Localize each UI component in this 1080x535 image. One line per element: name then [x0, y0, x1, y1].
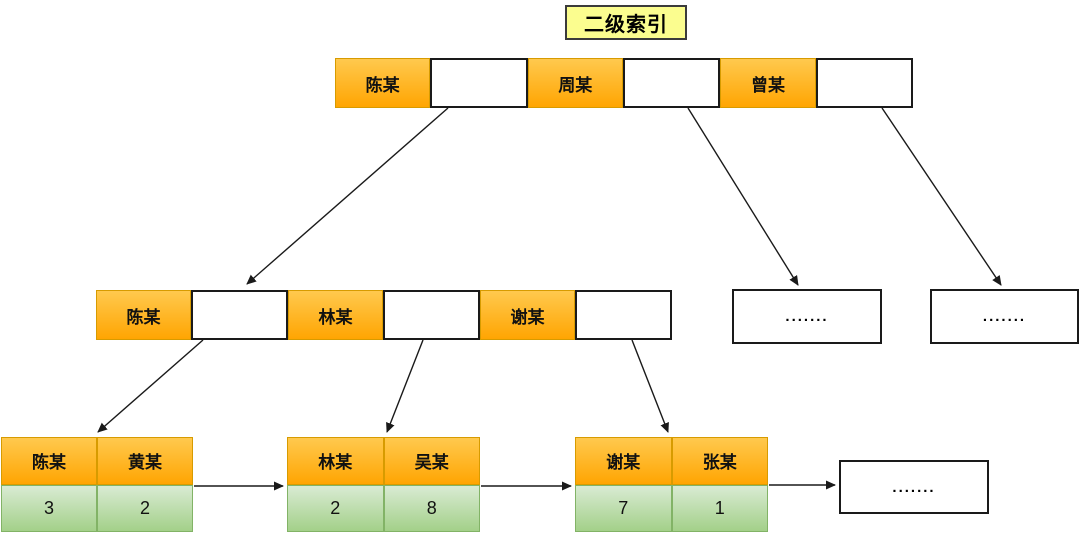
pointer-cell [430, 58, 528, 108]
index-key-cell: 陈某 [96, 290, 191, 340]
pointer-cell [575, 290, 672, 340]
leaf-value-cell: 7 [575, 484, 672, 532]
leaf-node: 林某 吴某 2 8 [287, 437, 480, 532]
leaf-key-cell: 谢某 [575, 437, 672, 485]
leaf-key-cell: 黄某 [97, 437, 193, 485]
leaf-key-cell: 吴某 [383, 437, 480, 485]
arrow-root-to-internal [246, 107, 449, 285]
leaf-value-cell: 2 [287, 484, 384, 532]
leaf-node: 陈某 黄某 3 2 [1, 437, 193, 532]
leaf-node: 谢某 张某 7 1 [575, 437, 768, 532]
index-key-cell: 林某 [288, 290, 383, 340]
index-key-cell: 谢某 [480, 290, 575, 340]
arrow-internal-to-leaf-2 [386, 339, 424, 433]
arrow-root-to-ellipsis-1 [687, 107, 799, 286]
ellipsis-node: ....... [930, 289, 1079, 344]
pointer-cell [622, 58, 721, 108]
pointer-cell [383, 290, 480, 340]
arrow-root-to-ellipsis-2 [881, 107, 1002, 286]
leaf-value-cell: 3 [1, 484, 97, 532]
leaf-key-cell: 陈某 [1, 437, 97, 485]
internal-index-node: 陈某 林某 谢某 [96, 290, 672, 340]
diagram-title: 二级索引 [565, 5, 687, 40]
ellipsis-node: ....... [732, 289, 882, 344]
leaf-value-cell: 2 [97, 484, 193, 532]
index-key-cell: 周某 [527, 58, 623, 108]
ellipsis-leaf-node: ....... [839, 460, 989, 514]
root-index-node: 陈某 周某 曾某 [335, 58, 913, 108]
index-key-cell: 陈某 [335, 58, 431, 108]
leaf-key-cell: 林某 [287, 437, 384, 485]
leaf-value-cell: 8 [383, 484, 480, 532]
leaf-key-cell: 张某 [671, 437, 768, 485]
pointer-cell [191, 290, 288, 340]
arrow-internal-to-leaf-3 [631, 339, 669, 433]
arrow-internal-to-leaf-1 [97, 339, 204, 433]
index-key-cell: 曾某 [720, 58, 816, 108]
pointer-cell [815, 58, 913, 108]
leaf-value-cell: 1 [671, 484, 768, 532]
